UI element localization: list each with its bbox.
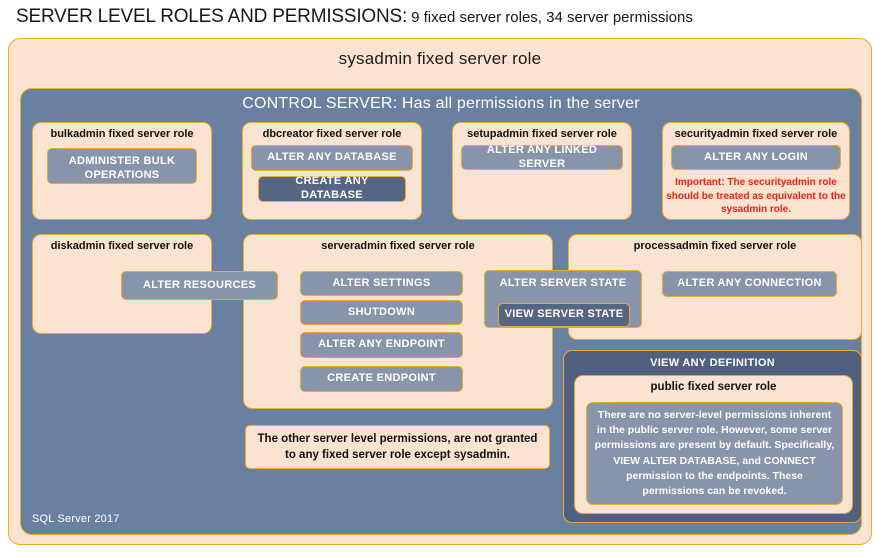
other-permissions-note: The other server level permissions, are …: [245, 425, 550, 469]
permission-view-server-state[interactable]: VIEW SERVER STATE: [498, 303, 630, 327]
role-box-public: public fixed server role There are no se…: [574, 375, 853, 514]
securityadmin-warning-note: Important: The securityadmin role should…: [666, 177, 846, 215]
footer-version-label: SQL Server 2017: [32, 513, 120, 525]
role-box-setupadmin: setupadmin fixed server role: [452, 122, 632, 220]
permission-alter-settings[interactable]: ALTER SETTINGS: [300, 271, 463, 296]
public-role-description: There are no server-level permissions in…: [586, 402, 843, 505]
role-title-bulkadmin: bulkadmin fixed server role: [50, 128, 194, 140]
page-title-sub: 9 fixed server roles, 34 server permissi…: [411, 9, 693, 26]
role-title-setupadmin: setupadmin fixed server role: [467, 128, 617, 140]
role-title-dbcreator: dbcreator fixed server role: [262, 128, 402, 140]
permission-create-endpoint[interactable]: CREATE ENDPOINT: [300, 366, 463, 392]
role-title-public: public fixed server role: [650, 381, 777, 393]
permission-alter-any-database[interactable]: ALTER ANY DATABASE: [251, 145, 413, 171]
control-server-label: CONTROL SERVER: Has all permissions in t…: [242, 95, 640, 112]
role-title-diskadmin: diskadmin fixed server role: [50, 240, 194, 252]
permission-create-any-database[interactable]: CREATE ANY DATABASE: [258, 175, 406, 202]
role-box-securityadmin: securityadmin fixed server role: [662, 122, 850, 220]
page-title-main: SERVER LEVEL ROLES AND PERMISSIONS:: [16, 6, 408, 27]
permission-shutdown[interactable]: SHUTDOWN: [300, 300, 463, 325]
permission-alter-any-login[interactable]: ALTER ANY LOGIN: [671, 145, 841, 170]
role-title-processadmin: processadmin fixed server role: [633, 240, 797, 252]
sysadmin-panel-label: sysadmin fixed server role: [338, 49, 542, 68]
page-title: SERVER LEVEL ROLES AND PERMISSIONS:9 fix…: [16, 6, 693, 28]
role-title-securityadmin: securityadmin fixed server role: [674, 128, 838, 140]
permission-alter-any-endpoint[interactable]: ALTER ANY ENDPOINT: [300, 332, 463, 358]
permission-alter-resources[interactable]: ALTER RESOURCES: [121, 271, 278, 300]
permission-view-any-definition[interactable]: VIEW ANY DEFINITION: [650, 357, 775, 369]
public-role-outer-box: VIEW ANY DEFINITION public fixed server …: [563, 350, 862, 523]
permission-alter-any-connection[interactable]: ALTER ANY CONNECTION: [662, 271, 837, 297]
permission-administer-bulk-operations[interactable]: ADMINISTER BULK OPERATIONS: [47, 148, 197, 184]
role-box-dbcreator: dbcreator fixed server role: [242, 122, 422, 220]
role-title-serveradmin: serveradmin fixed server role: [321, 240, 475, 252]
permission-alter-any-linked-server[interactable]: ALTER ANY LINKED SERVER: [461, 144, 623, 170]
